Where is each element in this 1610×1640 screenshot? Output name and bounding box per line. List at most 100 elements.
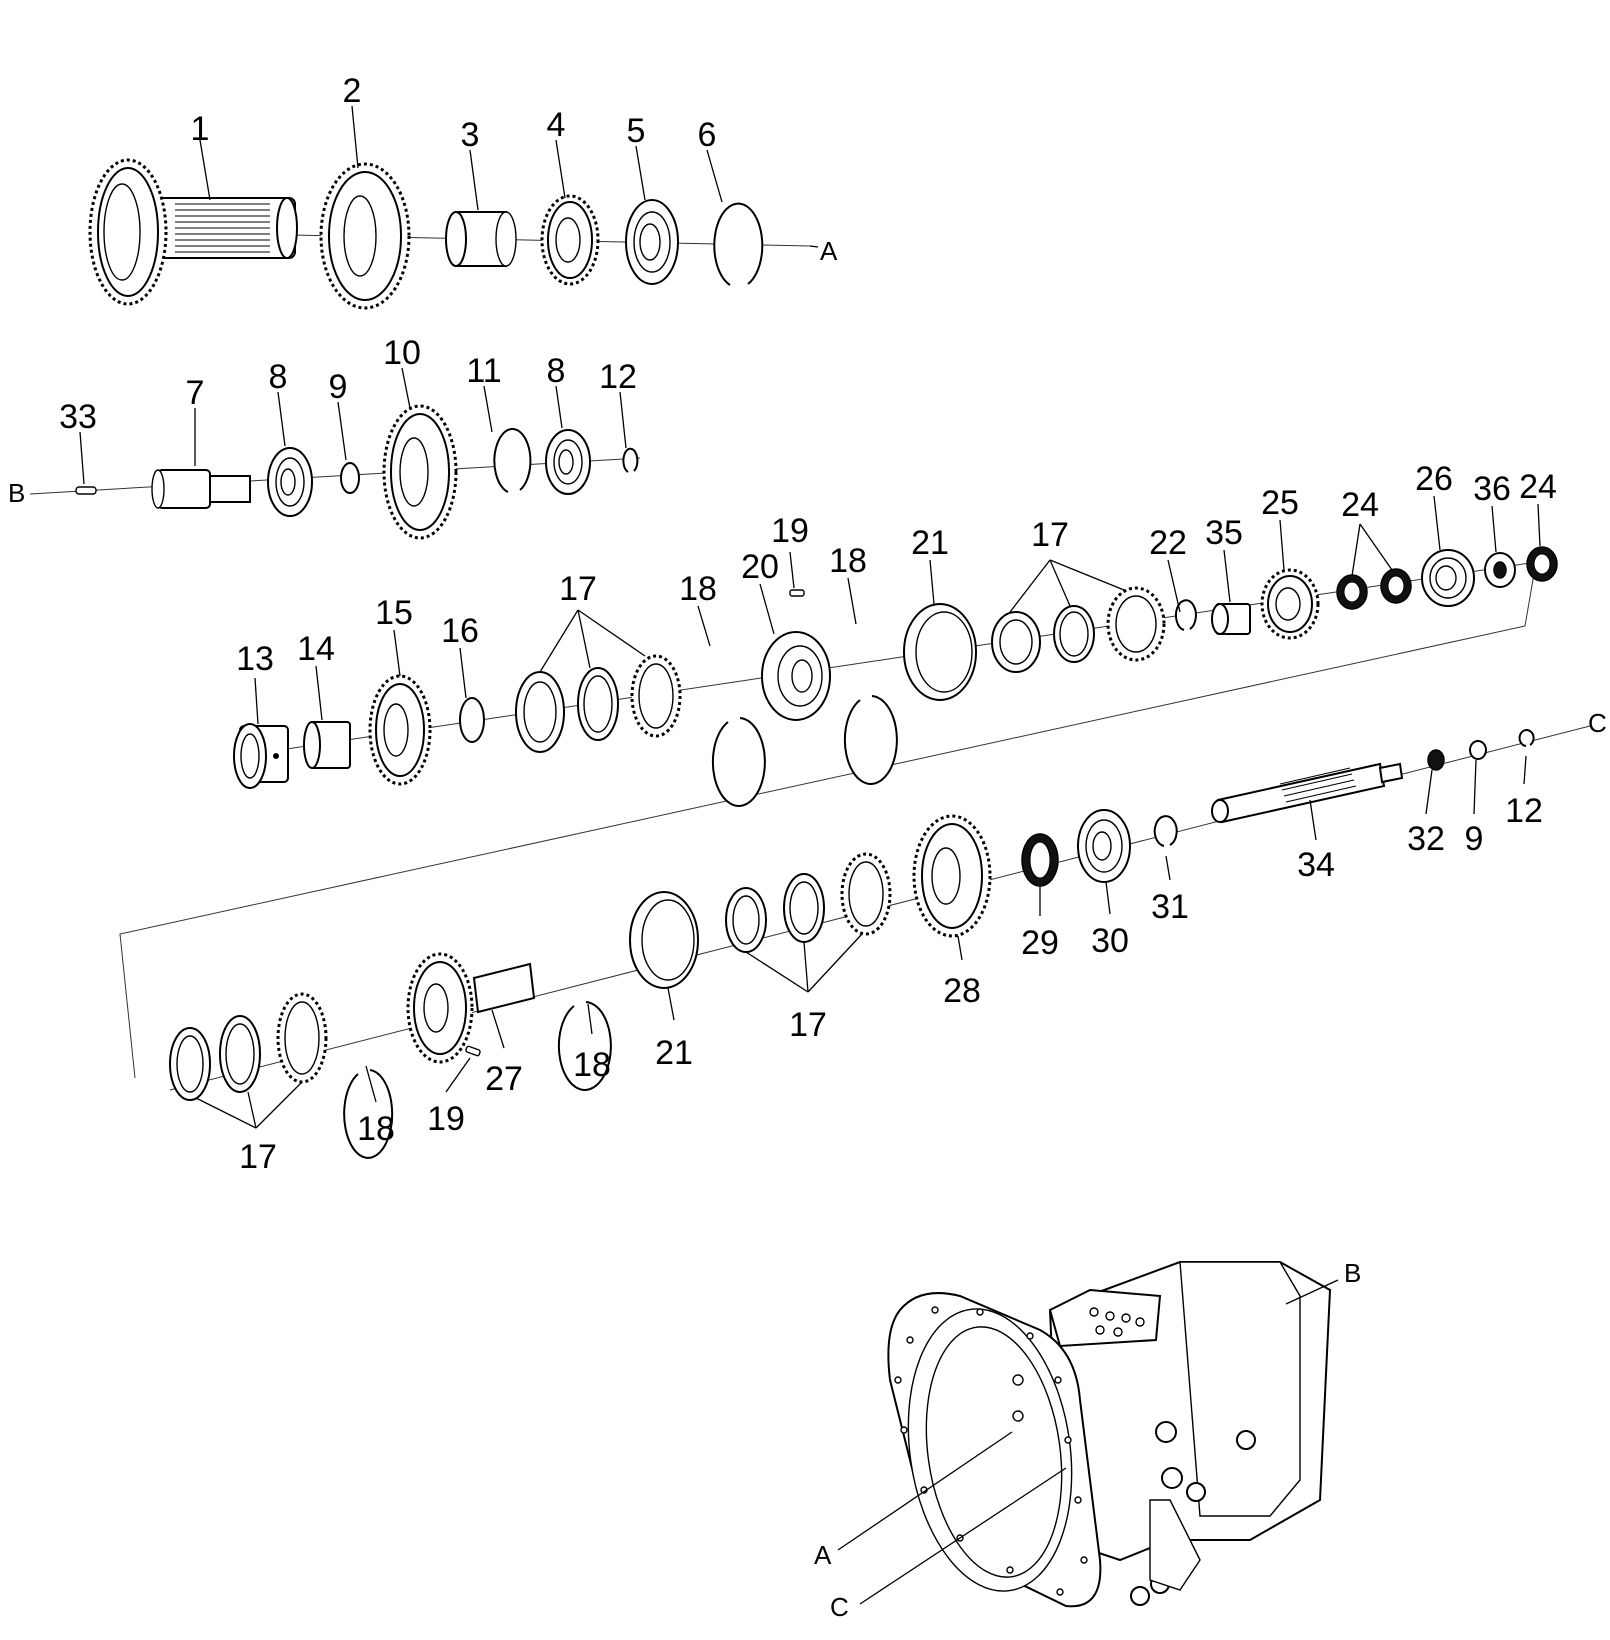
callout-5: 5 xyxy=(627,112,646,150)
callout-12b: 12 xyxy=(1505,792,1543,830)
callout-17a: 17 xyxy=(559,570,597,608)
row-1-assembly: 1 2 3 4 5 6 A xyxy=(88,72,838,310)
part-9-washer-b xyxy=(1469,740,1487,760)
part-36-ring xyxy=(1484,552,1516,588)
leader-a xyxy=(809,245,819,248)
callout-35: 35 xyxy=(1205,514,1243,552)
callout-32: 32 xyxy=(1407,820,1445,858)
callout-8a: 8 xyxy=(269,358,288,396)
housing-bell-inner xyxy=(925,1326,1063,1578)
part-18-snap-ring-a xyxy=(711,717,766,807)
callout-19b: 19 xyxy=(427,1100,465,1138)
leader-c-housing xyxy=(859,1467,1067,1605)
ref-c-shaft: C xyxy=(1588,708,1607,738)
bearing-inner xyxy=(280,468,296,496)
ref-c-housing: C xyxy=(830,1592,849,1622)
part-22-clip xyxy=(1174,599,1197,631)
callout-9b: 9 xyxy=(1465,820,1484,858)
callout-6: 6 xyxy=(698,116,717,154)
callout-21a: 21 xyxy=(911,524,949,562)
shaft-stub xyxy=(472,962,536,1014)
part-18-snap-ring-c xyxy=(557,1001,612,1091)
part-8-bearing-b xyxy=(545,429,591,495)
callout-7: 7 xyxy=(186,374,205,412)
callout-25: 25 xyxy=(1261,484,1299,522)
callout-18d: 18 xyxy=(357,1110,395,1148)
part-12-clip-b xyxy=(1518,729,1535,747)
part-12-clip xyxy=(622,447,639,473)
axis-line-row3 xyxy=(239,559,1551,757)
ref-b-shaft: B xyxy=(8,478,25,508)
part-29-needle-bearing xyxy=(1021,833,1059,887)
part-19-pin-a xyxy=(789,589,805,597)
callout-34: 34 xyxy=(1297,846,1335,884)
callout-36: 36 xyxy=(1473,470,1511,508)
callout-28: 28 xyxy=(943,972,981,1010)
callout-21b: 21 xyxy=(655,1034,693,1072)
part-1-input-shaft xyxy=(88,158,298,306)
housing-lower-bracket xyxy=(1149,1499,1201,1591)
flange-bolt-holes xyxy=(894,1306,1088,1596)
callout-29: 29 xyxy=(1021,924,1059,962)
callout-17b: 17 xyxy=(1031,516,1069,554)
callout-8b: 8 xyxy=(547,352,566,390)
leader-a-housing xyxy=(837,1431,1013,1551)
part-14-bushing xyxy=(303,721,351,769)
callout-18c: 18 xyxy=(573,1046,611,1084)
part-7-shaft xyxy=(151,469,251,509)
part-11-snap-ring xyxy=(493,427,532,493)
callout-2: 2 xyxy=(343,72,362,110)
part-16-ring xyxy=(459,697,485,743)
part-5-bearing xyxy=(625,199,679,285)
part-4-gear xyxy=(540,194,600,286)
gear-hub xyxy=(103,183,141,281)
callout-19a: 19 xyxy=(771,512,809,550)
part-35-bushing xyxy=(1211,603,1251,635)
callout-13: 13 xyxy=(236,640,274,678)
part-18-snap-ring-b xyxy=(843,695,898,785)
part-19-pin-b xyxy=(465,1045,481,1057)
callout-14: 14 xyxy=(297,630,335,668)
transmission-housing: B A C xyxy=(814,1258,1361,1622)
callout-9a: 9 xyxy=(329,368,348,406)
part-24-bearings-a xyxy=(1336,568,1412,610)
shaft-body xyxy=(1216,762,1386,824)
part-21-sleeve-b xyxy=(629,891,699,989)
callout-31: 31 xyxy=(1151,888,1189,926)
callout-1: 1 xyxy=(191,110,210,148)
leader-b-housing xyxy=(1285,1279,1339,1305)
part-27-output-shaft xyxy=(406,952,536,1064)
callout-24b: 24 xyxy=(1519,468,1557,506)
shaft-splines xyxy=(175,203,270,253)
snap-ring-arc xyxy=(713,202,764,286)
gear-bore xyxy=(555,217,581,263)
part-8-bearing-a xyxy=(267,447,313,517)
ref-b-housing: B xyxy=(1344,1258,1361,1288)
axis-line-b xyxy=(29,457,641,495)
part-30-bearing xyxy=(1077,809,1131,883)
callout-17d: 17 xyxy=(239,1138,277,1176)
part-31-clip xyxy=(1153,815,1178,847)
callout-33: 33 xyxy=(59,398,97,436)
part-21-sleeve-a xyxy=(903,603,977,701)
callout-4: 4 xyxy=(547,106,566,144)
part-13-bushing xyxy=(233,723,289,789)
part-10-gear xyxy=(382,404,458,540)
part-3-bushing xyxy=(445,211,517,267)
bearing-inner xyxy=(558,449,574,475)
part-25-gear xyxy=(1260,568,1320,640)
shaft-tip xyxy=(1378,762,1404,784)
ref-a-housing: A xyxy=(814,1540,832,1570)
callout-12a: 12 xyxy=(599,358,637,396)
shaft-small xyxy=(209,475,251,503)
shaft-end xyxy=(151,469,165,509)
callout-30: 30 xyxy=(1091,922,1129,960)
part-26-bearing xyxy=(1421,549,1475,607)
part-20-synchro-hub xyxy=(761,631,831,721)
gear-bore xyxy=(343,195,377,277)
part-17-synchro-set-b xyxy=(991,586,1166,673)
callout-26: 26 xyxy=(1415,460,1453,498)
callout-11: 11 xyxy=(466,352,501,390)
row-3-assembly: 13 14 15 16 17 18 19 20 18 21 17 22 35 2… xyxy=(119,460,1558,1079)
